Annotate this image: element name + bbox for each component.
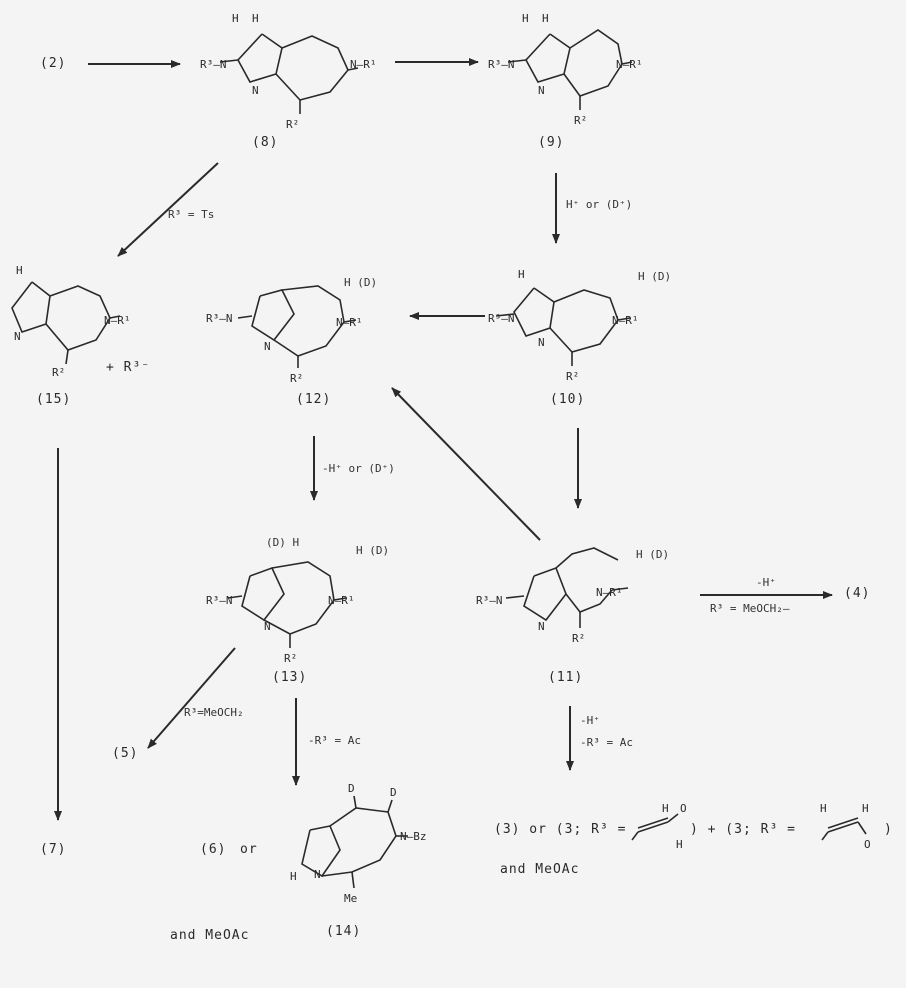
svg-text:R³–N: R³–N	[488, 312, 515, 325]
svg-text:N–R¹: N–R¹	[596, 586, 623, 599]
label-compound-14: (14)	[326, 924, 362, 939]
product-3-text: (3) or (3; R³ =	[494, 822, 627, 837]
arrow-8-to-15	[117, 162, 219, 257]
structure-15	[11, 281, 121, 365]
cond-r3-meoch2-b: R³ = MeOCH₂—	[710, 602, 790, 615]
svg-text:H: H	[820, 802, 827, 815]
svg-text:N–Bz: N–Bz	[400, 830, 427, 843]
svg-text:N: N	[538, 620, 545, 633]
svg-text:H: H	[16, 264, 23, 277]
label-compound-11: (11)	[548, 670, 584, 685]
svg-text:H: H	[252, 12, 259, 25]
label-compound-15: (15)	[36, 392, 72, 407]
structure-14	[301, 795, 408, 889]
structure-9	[507, 29, 633, 110]
label-compound-12: (12)	[296, 392, 332, 407]
svg-text:N: N	[538, 84, 545, 97]
cond-h-or-d-1: H⁺ or (D⁺)	[566, 198, 633, 211]
svg-text:Me: Me	[344, 892, 357, 905]
label-compound-4: (4)	[844, 586, 871, 601]
svg-text:O: O	[864, 838, 871, 851]
svg-text:N: N	[14, 330, 21, 343]
svg-text:O: O	[680, 802, 687, 815]
svg-text:R³–N: R³–N	[476, 594, 503, 607]
svg-text:D: D	[390, 786, 397, 799]
structure-13	[227, 561, 347, 648]
cond-r3-ts: R³ = Ts	[168, 208, 215, 221]
svg-text:R²: R²	[52, 366, 65, 379]
svg-text:D: D	[348, 782, 355, 795]
svg-text:H: H	[522, 12, 529, 25]
svg-text:R²: R²	[572, 632, 585, 645]
cond-h-or-d-2: -H⁺ or (D⁺)	[322, 462, 395, 475]
svg-text:R²: R²	[290, 372, 303, 385]
svg-text:H: H	[232, 12, 239, 25]
alkene-cis	[631, 813, 679, 841]
label-or: or	[240, 842, 258, 857]
structure-10	[495, 287, 631, 366]
cond-h-plus: -H⁺	[756, 576, 776, 589]
svg-text:N: N	[538, 336, 545, 349]
svg-text:N–R¹: N–R¹	[328, 594, 355, 607]
arrow-13-to-5	[147, 647, 236, 749]
label-compound-8: (8)	[252, 135, 279, 150]
label-compound-6: (6)	[200, 842, 227, 857]
label-compound-9: (9)	[538, 135, 565, 150]
svg-text:H: H	[542, 12, 549, 25]
svg-text:H: H	[662, 802, 669, 815]
svg-text:R³–N: R³–N	[206, 594, 233, 607]
svg-text:N–R¹: N–R¹	[350, 58, 377, 71]
dh-label-13: (D) H	[266, 536, 300, 549]
svg-text:R³–N: R³–N	[206, 312, 233, 325]
svg-text:R³–N: R³–N	[200, 58, 227, 71]
label-compound-2: (2)	[40, 56, 67, 71]
svg-text:N–R¹: N–R¹	[104, 314, 131, 327]
hd-label-10: H (D)	[638, 270, 672, 283]
structure-8	[219, 33, 359, 114]
alkene-trans	[821, 817, 867, 841]
svg-text:N: N	[264, 620, 271, 633]
svg-text:H: H	[518, 268, 525, 281]
svg-text:N: N	[314, 868, 321, 881]
label-compound-5: (5)	[112, 746, 139, 761]
svg-text:H: H	[676, 838, 683, 851]
plus-3-text: ) + (3; R³ =	[690, 822, 796, 837]
hd-label-13: H (D)	[356, 544, 390, 557]
svg-text:N–R¹: N–R¹	[612, 314, 639, 327]
structure-12	[237, 285, 357, 368]
svg-text:N–R¹: N–R¹	[336, 316, 363, 329]
cond-h-plus-2: -H⁺	[580, 714, 600, 727]
svg-text:N–R¹: N–R¹	[616, 58, 643, 71]
hd-label-11: H (D)	[636, 548, 670, 561]
svg-text:N: N	[264, 340, 271, 353]
svg-text:H: H	[862, 802, 869, 815]
svg-text:R²: R²	[574, 114, 587, 127]
label-compound-7: (7)	[40, 842, 67, 857]
cond-r3-ac-a: -R³ = Ac	[308, 734, 361, 747]
cond-r3-meoch2-a: R³=MeOCH₂	[184, 706, 244, 719]
svg-text:R³–N: R³–N	[488, 58, 515, 71]
svg-text:R²: R²	[286, 118, 299, 131]
svg-text:R²: R²	[284, 652, 297, 665]
svg-text:R²: R²	[566, 370, 579, 383]
label-compound-13: (13)	[272, 670, 308, 685]
and-meoac-right: and MeOAc	[500, 862, 580, 877]
structure-11	[505, 547, 629, 628]
svg-text:H: H	[290, 870, 297, 883]
label-compound-10: (10)	[550, 392, 586, 407]
and-meoac-left: and MeOAc	[170, 928, 250, 943]
byproduct-r3: + R³⁻	[106, 360, 151, 375]
close-paren: )	[884, 822, 893, 837]
svg-text:N: N	[252, 84, 259, 97]
hd-label-12: H (D)	[344, 276, 378, 289]
arrow-11-to-12	[391, 387, 541, 541]
cond-r3-ac-b: -R³ = Ac	[580, 736, 633, 749]
